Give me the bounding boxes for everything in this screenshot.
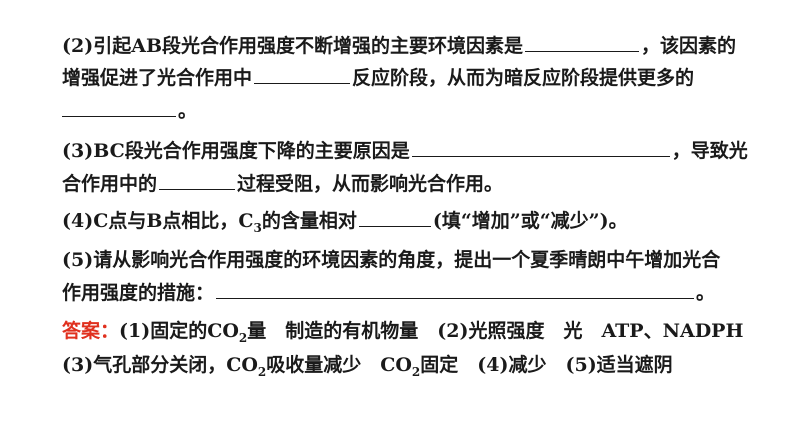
q2-line-1: (2)引起AB段光合作用强度不断增强的主要环境因素是 ，该因素的	[62, 33, 736, 59]
answer-line2-a: (3)气孔部分关闭，CO	[62, 354, 258, 376]
q4-line: (4)C点与B点相比，C3的含量相对 (填“增加”或“减少”)。	[62, 208, 628, 234]
answer-label: 答案：	[62, 320, 120, 342]
answer-line-1: 答案：(1)固定的CO2量 制造的有机物量 (2)光照强度 光 ATP、NADP…	[62, 318, 743, 344]
blank-q5-measure[interactable]	[216, 280, 695, 299]
answer-part-2: 量 制造的有机物量 (2)光照强度 光 ATP、NADPH	[247, 320, 744, 342]
q2-text-2a: 增强促进了光合作用中	[62, 67, 253, 89]
answer-line2-sub1: 2	[257, 364, 267, 379]
q5-line-2: 作用强度的措施： 。	[62, 280, 715, 306]
q2-text-2b: 反应阶段，从而为暗反应阶段提供更多的	[352, 67, 695, 89]
blank-q2-supply[interactable]	[62, 98, 176, 117]
answer-line2-sub2: 2	[411, 364, 421, 379]
answer-line2-b: 吸收量减少 CO	[266, 354, 412, 376]
blank-q2-stage[interactable]	[254, 65, 351, 84]
q3-line-2: 合作用中的 过程受阻，从而影响光合作用。	[62, 171, 503, 197]
q2-line-3: 。	[62, 98, 197, 124]
q2-text-1b: ，该因素的	[641, 35, 737, 57]
q2-text-3: 。	[178, 100, 198, 122]
q2-line-2: 增强促进了光合作用中 反应阶段，从而为暗反应阶段提供更多的	[62, 65, 694, 91]
blank-q2-factor[interactable]	[525, 33, 640, 52]
q3-line-1: (3)BC段光合作用强度下降的主要原因是 ，导致光	[62, 138, 748, 164]
q5-text-2b: 。	[696, 282, 716, 304]
blank-q3-process[interactable]	[159, 171, 236, 190]
q2-text-1a: (2)引起AB段光合作用强度不断增强的主要环境因素是	[62, 35, 524, 57]
q5-text-2a: 作用强度的措施：	[62, 282, 215, 304]
q4-subscript: 3	[253, 220, 262, 235]
answer-part-1: (1)固定的CO	[119, 320, 239, 342]
q5-line-1: (5)请从影响光合作用强度的环境因素的角度，提出一个夏季晴朗中午增加光合	[62, 247, 720, 273]
answer-line-2: (3)气孔部分关闭，CO2吸收量减少 CO2固定 (4)减少 (5)适当遮阴	[62, 352, 673, 378]
blank-q4-content[interactable]	[358, 208, 431, 227]
q3-text-1b: ，导致光	[671, 140, 748, 162]
q4-text-b: 的含量相对	[261, 210, 357, 232]
q4-text-c: (填“增加”或“减少”)。	[432, 210, 628, 232]
q4-text-a: (4)C点与B点相比，C	[62, 210, 254, 232]
q3-text-2b: 过程受阻，从而影响光合作用。	[237, 173, 504, 195]
q5-text-1: (5)请从影响光合作用强度的环境因素的角度，提出一个夏季晴朗中午增加光合	[62, 249, 721, 271]
q3-text-1a: (3)BC段光合作用强度下降的主要原因是	[62, 140, 410, 162]
answer-sub-1: 2	[238, 330, 248, 345]
blank-q3-reason[interactable]	[411, 138, 670, 157]
q3-text-2a: 合作用中的	[62, 173, 158, 195]
answer-line2-c: 固定 (4)减少 (5)适当遮阴	[420, 354, 673, 376]
